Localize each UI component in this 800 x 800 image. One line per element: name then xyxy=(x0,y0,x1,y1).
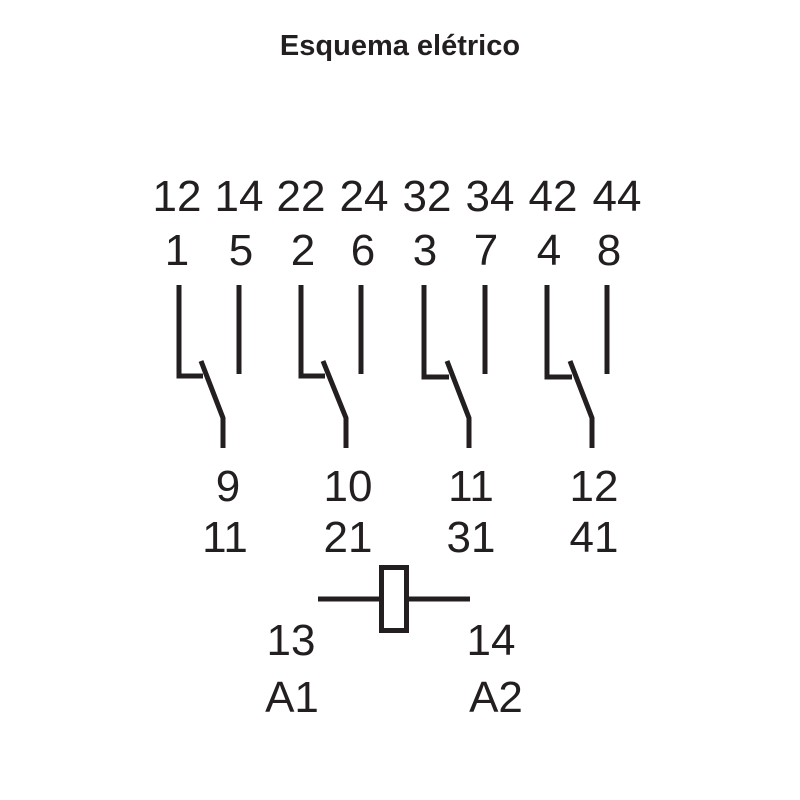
switch-arm xyxy=(567,360,595,448)
label-terminal-14: 14 xyxy=(214,172,264,221)
label-pin-12: 12 xyxy=(569,462,619,511)
label-pin-5: 5 xyxy=(228,226,254,275)
label-terminal-11: 11 xyxy=(202,513,248,562)
label-pin-2: 2 xyxy=(290,226,316,275)
label-terminal-24: 24 xyxy=(339,172,389,221)
label-terminal-32: 32 xyxy=(402,172,452,221)
label-terminal-21: 21 xyxy=(323,513,373,562)
nc-contact-line xyxy=(421,285,449,380)
coil-symbol xyxy=(379,565,409,633)
relay-coil xyxy=(318,565,470,633)
switch-arm xyxy=(198,360,226,448)
contact-set-2 xyxy=(298,285,364,448)
switch-arm xyxy=(444,360,472,448)
label-terminal-12: 12 xyxy=(152,172,202,221)
label-pin-8: 8 xyxy=(596,226,622,275)
contact-set-3 xyxy=(421,285,488,448)
label-coil-pin-13: 13 xyxy=(266,616,316,665)
label-pin-1: 1 xyxy=(164,226,190,275)
label-coil-pin-14: 14 xyxy=(466,616,516,665)
label-pin-7: 7 xyxy=(473,226,499,275)
label-coil-a1: A1 xyxy=(265,673,319,722)
diagram-title: Esquema elétrico xyxy=(279,30,521,62)
label-pin-9: 9 xyxy=(215,462,241,511)
contact-set-1 xyxy=(176,285,242,448)
nc-contact-line xyxy=(176,285,203,379)
nc-contact-line xyxy=(298,285,325,379)
contact-set-4 xyxy=(544,285,610,448)
label-terminal-22: 22 xyxy=(276,172,326,221)
switch-arm xyxy=(320,360,349,448)
nc-contact-line xyxy=(544,285,572,380)
label-terminal-42: 42 xyxy=(528,172,578,221)
label-pin-11: 11 xyxy=(448,462,494,511)
label-pin-6: 6 xyxy=(350,226,376,275)
label-coil-a2: A2 xyxy=(469,673,523,722)
label-terminal-31: 31 xyxy=(446,513,496,562)
label-terminal-34: 34 xyxy=(465,172,515,221)
label-terminal-44: 44 xyxy=(592,172,642,221)
label-pin-3: 3 xyxy=(412,226,438,275)
label-pin-10: 10 xyxy=(323,462,373,511)
label-terminal-41: 41 xyxy=(569,513,619,562)
label-pin-4: 4 xyxy=(536,226,562,275)
